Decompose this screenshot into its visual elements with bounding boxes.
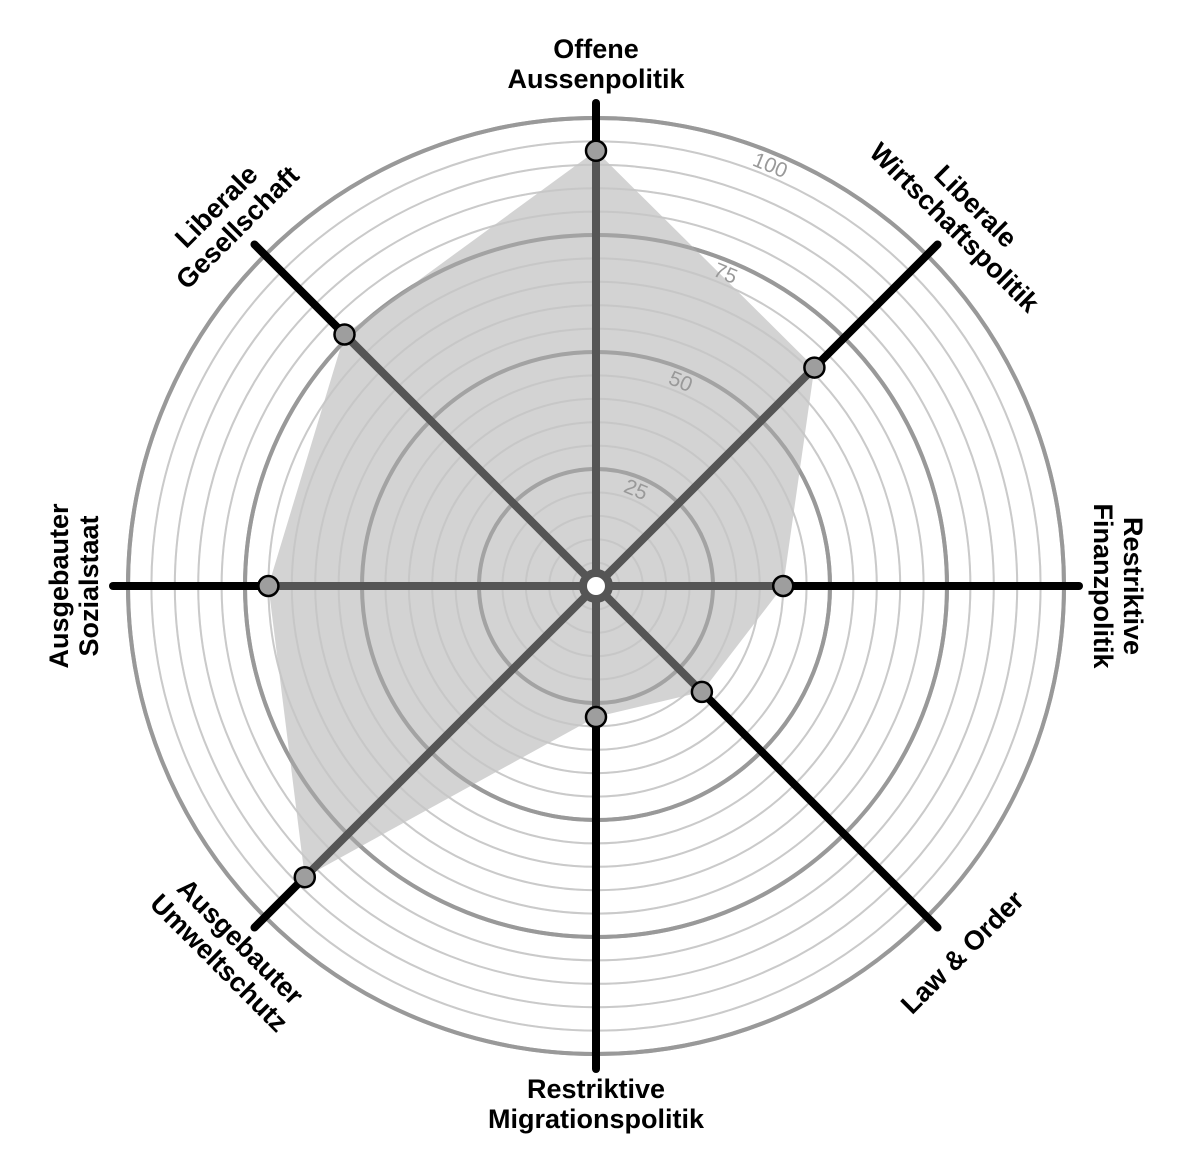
axis-line-outer (810, 240, 942, 372)
data-point (293, 865, 317, 889)
data-points (257, 139, 826, 889)
tick-label-100: 100 (750, 148, 791, 183)
axis-line-outer (250, 240, 349, 339)
data-point (803, 356, 826, 379)
axis-label-line: Offene (553, 34, 639, 64)
data-point (690, 680, 714, 704)
axis-line-inner (301, 583, 599, 881)
axes (109, 99, 1083, 1073)
axis-line-outer (697, 687, 942, 932)
center-hub (579, 569, 613, 603)
axis-label-line: Restriktive (527, 1074, 665, 1104)
data-point (584, 139, 608, 163)
axis-line-outer (250, 873, 309, 932)
axis-line-inner (341, 331, 599, 589)
series-area (268, 150, 815, 878)
center-hub-circle (579, 569, 613, 603)
data-point (257, 574, 280, 598)
data-point (771, 574, 795, 598)
axis-label-line: Migrationspolitik (488, 1104, 705, 1134)
axis-label-line: Ausgebauter (44, 503, 74, 669)
axis-label-line: Aussenpolitik (507, 64, 685, 94)
data-point (584, 705, 608, 729)
axis-label-line: Restriktive (1118, 517, 1148, 655)
axis-label-line: Sozialstaat (74, 515, 104, 656)
axis-label-line: Finanzpolitik (1088, 504, 1118, 670)
data-point (333, 323, 356, 346)
axis-line-inner (593, 583, 705, 695)
axis-line-inner (593, 364, 818, 589)
